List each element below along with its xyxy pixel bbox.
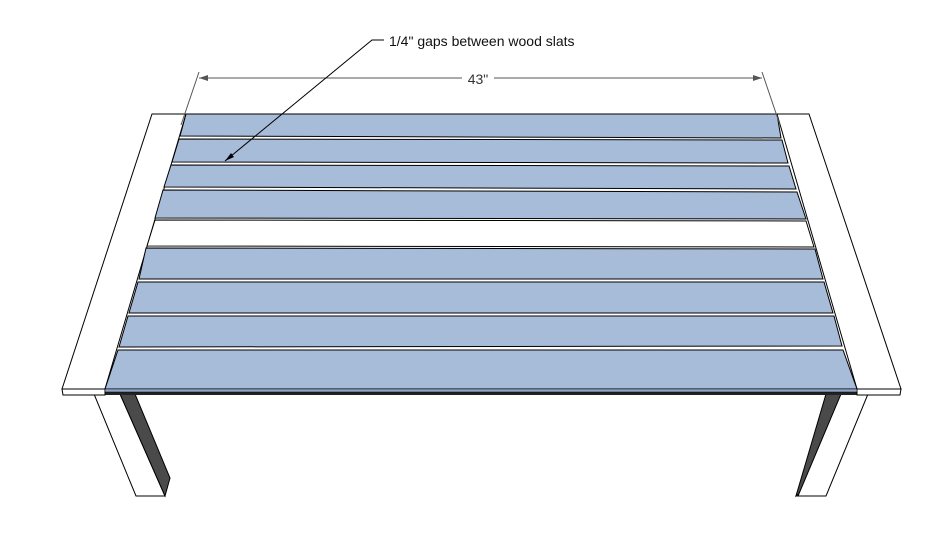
leg-left bbox=[93, 393, 171, 498]
slat bbox=[179, 113, 782, 139]
slat bbox=[104, 349, 858, 390]
slat bbox=[163, 164, 797, 190]
gap-callout: 1/4" gaps between wood slats bbox=[224, 33, 575, 162]
slat bbox=[154, 189, 807, 220]
slat bbox=[118, 315, 843, 348]
gap-callout-label: 1/4" gaps between wood slats bbox=[389, 33, 575, 49]
width-dimension: 43" bbox=[180, 71, 781, 126]
width-dimension-label: 43" bbox=[468, 71, 489, 87]
slat bbox=[171, 138, 789, 164]
slat bbox=[138, 247, 824, 280]
slat-front-edge bbox=[104, 388, 858, 393]
leg-right bbox=[795, 393, 869, 498]
slat bbox=[128, 281, 834, 314]
frame-board-right bbox=[776, 113, 902, 396]
center-frame-board bbox=[146, 219, 815, 248]
slats bbox=[104, 113, 858, 393]
